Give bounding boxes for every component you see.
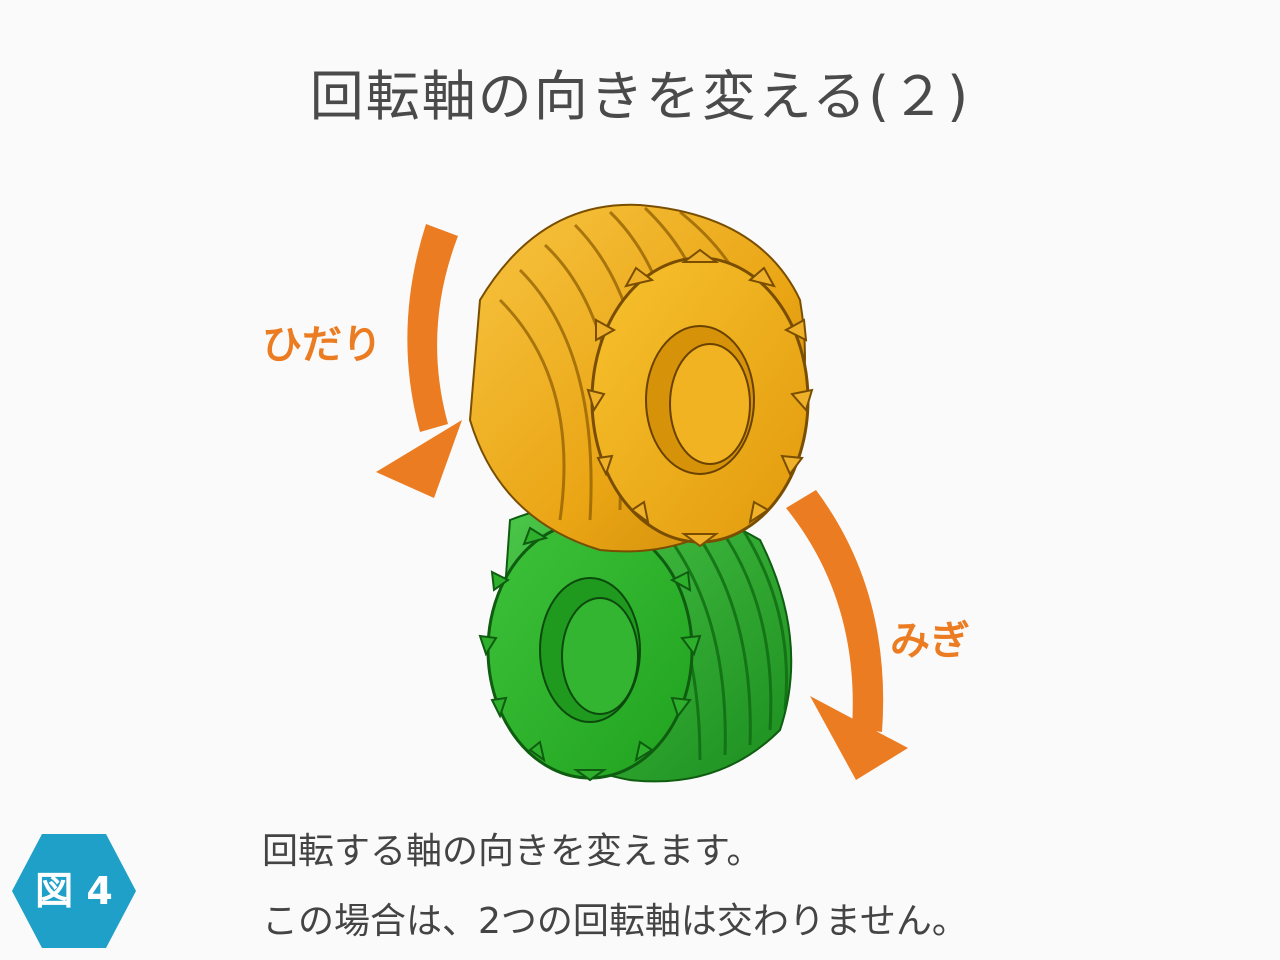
right-direction-label: みぎ (890, 618, 970, 664)
lower-green-gear (478, 498, 793, 783)
caption-line-1: 回転する軸の向きを変えます。 (262, 831, 763, 872)
figure-number-badge: 図 4 (10, 832, 138, 950)
left-direction-label: ひだり (262, 322, 382, 368)
page-title: 回転軸の向きを変える(２) (309, 65, 971, 128)
figure-number-text: 図 4 (35, 869, 113, 913)
hexagon-badge-icon (12, 834, 136, 948)
right-rotation-arrow (786, 490, 908, 780)
upper-yellow-gear (468, 203, 814, 553)
left-rotation-arrow (376, 224, 462, 498)
caption-line-2: この場合は、2つの回転軸は交わりません。 (262, 901, 968, 942)
